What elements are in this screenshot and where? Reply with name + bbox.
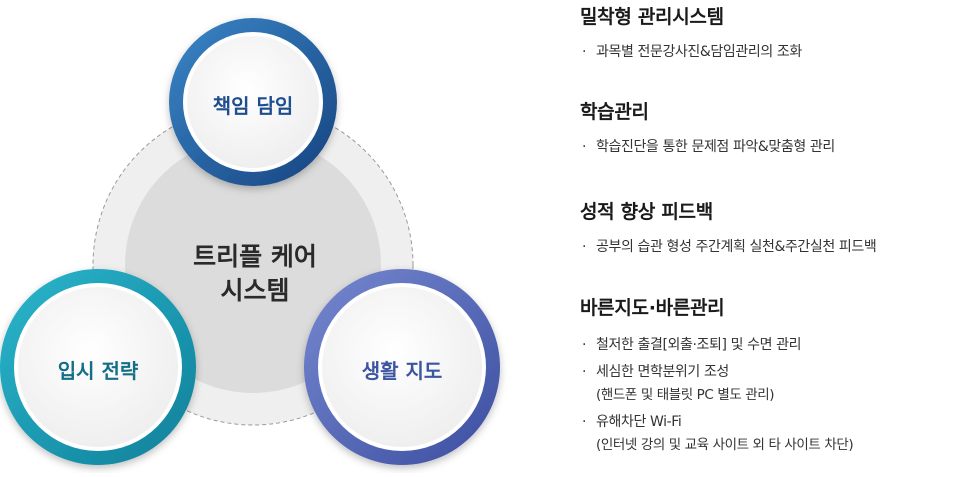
bullet-item: 학습진단을 통한 문제점 파악&맞춤형 관리 xyxy=(580,138,957,156)
section-grade-feedback: 성적 향상 피드백 공부의 습관 형성 주간계획 실천&주간실천 피드백 xyxy=(580,197,957,256)
circle-top xyxy=(169,18,337,186)
section-title: 성적 향상 피드백 xyxy=(580,201,713,223)
center-label-line2: 시스템 xyxy=(220,276,290,305)
bullet-item: 세심한 면학분위기 조성 xyxy=(580,363,957,381)
section-proper-guidance: 바른지도·바른관리 철저한 출결[외출·조퇴] 및 수면 관리 세심한 면학분위… xyxy=(580,293,957,454)
circle-top-label: 책임 담임 xyxy=(212,94,294,118)
bullet-item: 유해차단 Wi-Fi xyxy=(580,413,957,431)
circle-right-label: 생활 지도 xyxy=(361,359,443,383)
center-label: 트리플 케어 시스템 xyxy=(165,240,345,308)
bullet-subtext: (인터넷 강의 및 교육 사이트 외 타 사이트 차단) xyxy=(596,437,854,453)
section-study-management: 학습관리 학습진단을 통한 문제점 파악&맞춤형 관리 xyxy=(580,97,957,156)
section-title: 학습관리 xyxy=(580,101,649,123)
bullet-item: 과목별 전문강사진&담임관리의 조화 xyxy=(580,43,957,61)
section-intensive-management: 밀착형 관리시스템 과목별 전문강사진&담임관리의 조화 xyxy=(580,2,957,61)
circle-right xyxy=(304,269,500,465)
center-label-line1: 트리플 케어 xyxy=(193,242,317,271)
circle-left xyxy=(0,269,196,465)
bullet-subtext: (핸드폰 및 태블릿 PC 별도 관리) xyxy=(596,387,775,403)
section-title: 바른지도·바른관리 xyxy=(580,297,725,319)
bullet-item: 공부의 습관 형성 주간계획 실천&주간실천 피드백 xyxy=(580,238,957,256)
triple-care-diagram: 트리플 케어 시스템 책임 담임 입시 전략 생활 지도 xyxy=(0,18,500,465)
section-title: 밀착형 관리시스템 xyxy=(580,6,724,28)
bullet-item: 철저한 출결[외출·조퇴] 및 수면 관리 xyxy=(580,336,957,354)
diagram-graphic xyxy=(0,18,500,465)
circle-left-label: 입시 전략 xyxy=(57,359,139,383)
